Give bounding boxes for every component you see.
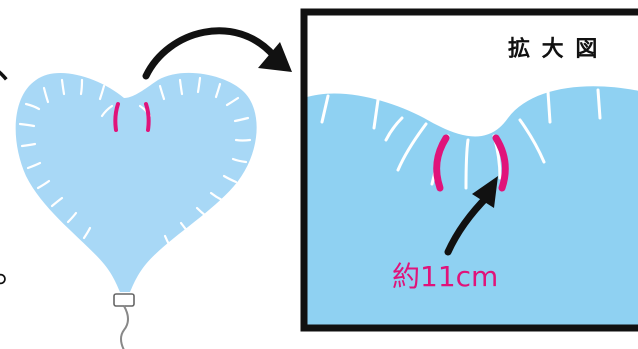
edge-text-bottom: 。 xyxy=(0,251,28,291)
heart-balloon xyxy=(16,73,257,349)
zoom-label: 拡 大 図 xyxy=(508,37,599,62)
balloon-string xyxy=(121,306,128,349)
zoom-arrow xyxy=(146,31,292,76)
zoom-panel: 拡 大 図 約11cm xyxy=(304,12,638,328)
balloon-clip xyxy=(114,294,134,306)
edge-text-top: 、 xyxy=(0,42,34,88)
measurement-label: 約11cm xyxy=(392,260,498,293)
heart-balloon-body xyxy=(16,73,257,292)
